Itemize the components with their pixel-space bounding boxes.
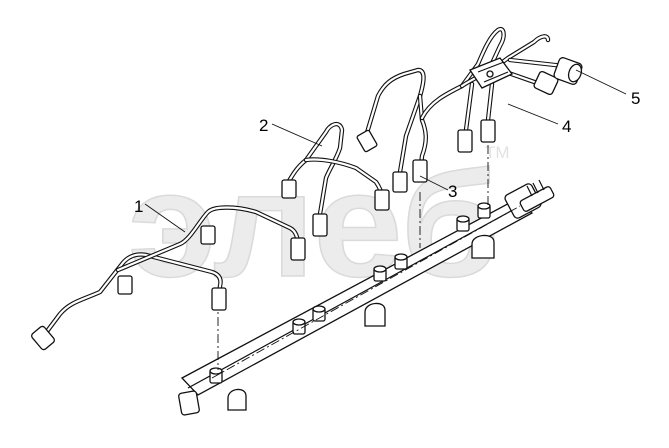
rail-outlet — [373, 265, 387, 282]
callout-2: 2 — [259, 116, 268, 135]
rail-outlet — [477, 202, 491, 219]
callout-1: 1 — [134, 197, 143, 216]
rail-outlet — [312, 305, 326, 322]
pipe-clamp — [469, 57, 514, 89]
callout-3: 3 — [448, 182, 457, 201]
callout-5: 5 — [631, 89, 640, 108]
connector-nut — [553, 57, 583, 85]
rail-outlet — [209, 367, 223, 384]
high-pressure-pipe-1 — [31, 205, 306, 351]
rail-outlet — [456, 215, 470, 232]
rail-outlet — [292, 318, 306, 335]
assembly-centerlines — [211, 145, 521, 379]
high-pressure-pipe-2 — [281, 121, 390, 237]
callout-4: 4 — [562, 117, 571, 136]
rail-outlet — [394, 253, 408, 270]
leader-lines — [144, 69, 627, 233]
watermark-trademark: TM — [485, 143, 510, 162]
high-pressure-pipe-4 — [419, 26, 567, 153]
